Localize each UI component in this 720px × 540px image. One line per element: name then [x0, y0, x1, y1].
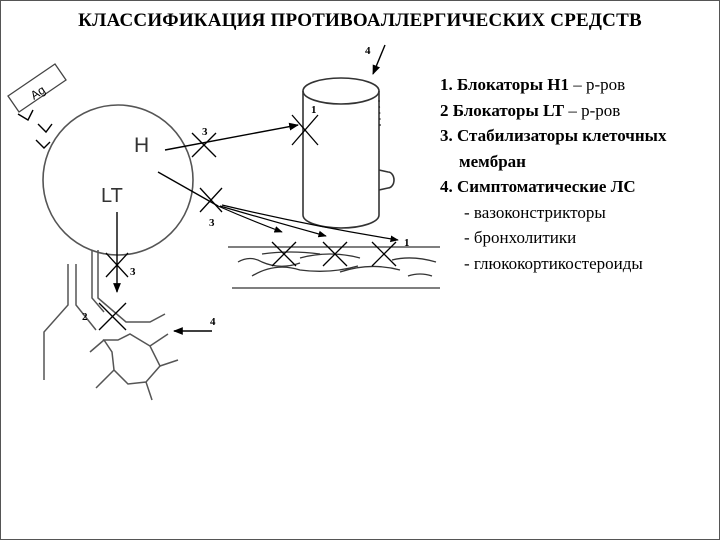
receptor-mark	[37, 123, 53, 134]
site-number: 3	[202, 126, 208, 138]
legend-item-4: 4. Симптоматические ЛС	[440, 177, 636, 196]
site-number: 2	[82, 311, 88, 323]
receptor-mark	[17, 109, 34, 121]
block-mark-intestine	[271, 241, 397, 267]
legend-item-2-number: 2	[440, 100, 453, 120]
legend-subitem: - бронхолитики	[464, 228, 577, 247]
legend-item-2-suffix: – р-ров	[564, 100, 621, 120]
site-number: 3	[209, 217, 215, 229]
bronchial-tree	[43, 250, 179, 401]
arrow-h-to-vessel	[164, 122, 299, 151]
block-mark-h	[191, 132, 217, 158]
mast-cell	[42, 104, 194, 256]
arrow-to-intestine-3	[221, 204, 399, 243]
receptor-mark	[35, 139, 51, 149]
drug-classes-legend: 1. Блокаторы H1 – р-ров 2 Блокаторы LT –…	[440, 72, 666, 276]
smooth-muscle-band	[228, 246, 440, 289]
legend-item-3-continuation: мембран	[459, 151, 526, 171]
legend-item-3-number: 3.	[440, 126, 453, 145]
block-mark-vessel	[291, 114, 319, 146]
legend-item-1-number: 1.	[440, 75, 453, 94]
blood-vessel	[302, 77, 395, 229]
block-mark-bronchi	[98, 302, 127, 331]
site-number: 4	[210, 316, 216, 328]
leukotriene-label: LT	[101, 185, 123, 207]
legend-item-1-suffix: – р-ров	[568, 75, 626, 94]
histamine-label: H	[134, 134, 149, 157]
arrow-to-intestine-2	[219, 205, 327, 238]
legend-subitem: - вазоконстрикторы	[464, 202, 606, 222]
site-number: 3	[130, 266, 136, 278]
legend-subitem: - глюкокортикостероиды	[464, 253, 643, 273]
legend-item-3: 3. Стабилизаторы клеточных	[440, 123, 666, 149]
site-number: 1	[404, 237, 410, 249]
legend-item-2: 2 Блокаторы LT – р-ров	[440, 98, 666, 124]
legend-item-3-title: Стабилизаторы клеточных	[457, 126, 667, 145]
arrow-to-intestine-1	[217, 205, 283, 233]
antigen-box: Ag	[7, 63, 67, 113]
site-number: 4	[365, 45, 371, 57]
legend-item-2-title: Блокаторы LT	[452, 100, 565, 120]
legend-item-1: 1. Блокаторы H1 – р-ров	[440, 72, 666, 98]
block-mark-lt	[199, 187, 223, 213]
block-mark-down	[105, 252, 129, 278]
legend-item-1-title: Блокаторы H1	[457, 75, 569, 94]
slide-title: КЛАССИФИКАЦИЯ ПРОТИВОАЛЛЕРГИЧЕСКИХ СРЕДС…	[78, 10, 642, 31]
arrow-lt-out	[157, 171, 219, 207]
site-number: 1	[311, 104, 317, 116]
antigen-label: Ag	[28, 83, 48, 103]
arrow-to-vessel	[372, 44, 386, 75]
